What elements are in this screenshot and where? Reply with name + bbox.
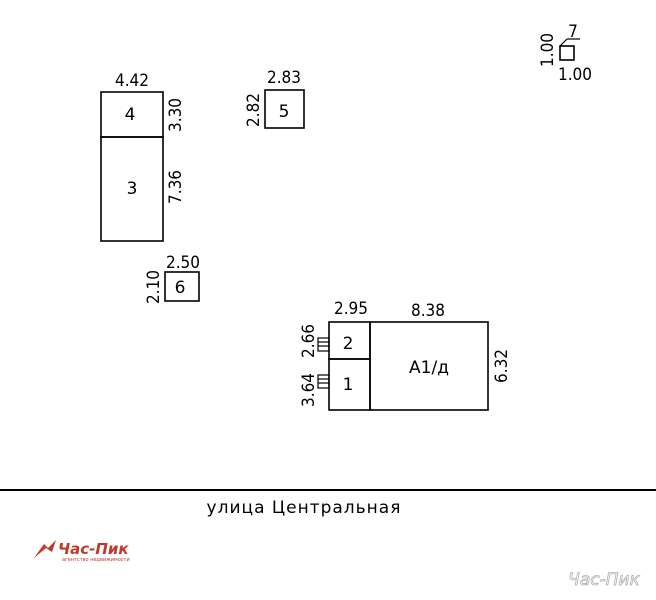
building-4-height: 3.30 <box>166 98 186 132</box>
room-2-label: 2 <box>343 334 354 354</box>
logo-tagline: агентство недвижимости <box>62 557 130 563</box>
building-7-leader <box>559 38 568 47</box>
room-1-height: 3.64 <box>299 373 319 407</box>
building-3-label: 3 <box>127 179 138 199</box>
building-5-width: 2.83 <box>267 68 301 88</box>
building-4-label: 4 <box>125 105 136 125</box>
building-6-width: 2.50 <box>166 253 200 273</box>
room-2-width: 2.95 <box>334 299 368 319</box>
porch-lower <box>317 374 330 389</box>
main-building-label: А1/д <box>409 358 449 378</box>
building-3-height: 7.36 <box>166 170 186 204</box>
building-3 <box>100 136 164 242</box>
logo-icon <box>34 540 56 558</box>
building-6-label: 6 <box>175 278 186 298</box>
building-7-width: 1.00 <box>558 65 592 85</box>
porch-upper <box>317 337 330 352</box>
building-5-height: 2.82 <box>244 93 264 127</box>
room-1-label: 1 <box>343 375 354 395</box>
building-7 <box>559 45 575 61</box>
watermark: Час-Пик <box>568 570 640 590</box>
room-2-height: 2.66 <box>299 324 319 358</box>
building-5-label: 5 <box>279 102 290 122</box>
main-building-width: 8.38 <box>411 301 445 321</box>
building-6 <box>164 271 200 302</box>
building-5 <box>264 89 305 129</box>
building-4-width: 4.42 <box>115 71 149 91</box>
building-7-label: 7 <box>568 22 578 42</box>
building-7-height: 1.00 <box>538 33 558 67</box>
main-building-height: 6.32 <box>492 349 512 383</box>
building-6-height: 2.10 <box>144 270 164 304</box>
agency-logo: Час-Пик агентство недвижимости <box>34 540 130 563</box>
street-name: улица Центральная <box>207 498 402 518</box>
main-building <box>369 321 489 411</box>
logo-name: Час-Пик <box>58 540 129 558</box>
